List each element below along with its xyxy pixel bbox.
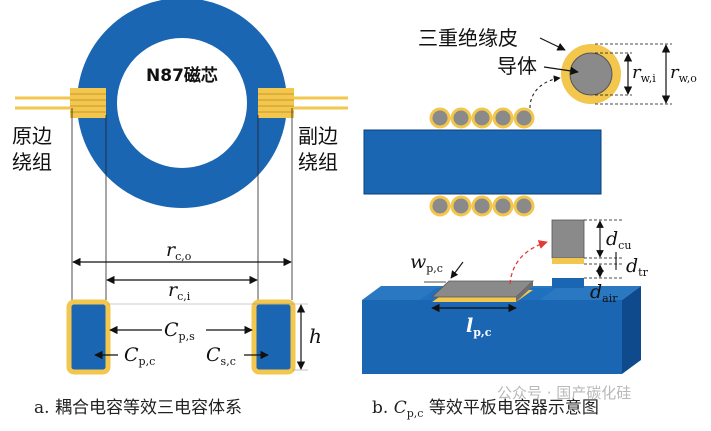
- detail-core-layer: [552, 278, 584, 288]
- secondary-winding-label-line1: 副边: [298, 124, 338, 148]
- lower-wire-row: [429, 195, 535, 217]
- insulation-label: 三重绝缘皮: [418, 26, 518, 50]
- c-pc-label: Cp,c: [124, 344, 155, 368]
- d-air-label: dair: [590, 281, 618, 305]
- caption-b: b. Cp,c 等效平板电容器示意图: [372, 398, 599, 420]
- radius-guide-lines: [71, 108, 293, 300]
- d-tr-label: dtr: [626, 255, 649, 279]
- plate-capacitor-diagram: 三重绝缘皮 导体 rw,i rw,o wp,c lp,c: [362, 26, 697, 420]
- secondary-cross-section: [251, 299, 296, 375]
- c-sc-label: Cs,c: [206, 344, 236, 368]
- watermark: 公众号 · 国产碳化硅: [497, 384, 631, 402]
- primary-winding-wires: [15, 96, 74, 110]
- c-ps-label: Cp,s: [164, 319, 195, 343]
- primary-cross-section: [66, 299, 111, 375]
- secondary-winding-label-line2: 绕组: [298, 150, 338, 174]
- zoom-red-dashed-arrow: [509, 240, 548, 285]
- plate-copper-side: [516, 281, 533, 302]
- r-wi-label: rw,i: [632, 62, 656, 85]
- layer-guide-lines: [584, 219, 624, 279]
- conductor-pointer: [543, 66, 579, 76]
- core-bar: [363, 129, 602, 195]
- insulation-pointer: [539, 37, 566, 51]
- w-pc-arrow: [450, 261, 464, 279]
- h-label: h: [309, 324, 322, 348]
- n87-core-ring: [77, 0, 287, 208]
- detail-insulation-layer: [552, 258, 584, 264]
- detail-copper-layer: [551, 219, 585, 259]
- substrate-side-face: [622, 286, 641, 374]
- toroid-diagram: N87磁芯 原边 绕组 副边 绕组 rc,o rc,i h Cp,s: [12, 0, 348, 418]
- secondary-winding-coil: [258, 88, 294, 118]
- wire-conductor-enlarged: [569, 52, 613, 96]
- r-ci-label: rc,i: [168, 279, 191, 303]
- r-co-label: rc,o: [166, 239, 192, 263]
- upper-wire-row: [429, 107, 535, 129]
- plate-copper-top: [430, 280, 535, 298]
- d-cu-label: dcu: [606, 228, 631, 252]
- w-pc-label: wp,c: [410, 251, 443, 275]
- l-pc-label: lp,c: [466, 315, 492, 339]
- primary-winding-label-line2: 绕组: [12, 150, 52, 174]
- substrate-front-face: [362, 300, 622, 374]
- caption-a: a. 耦合电容等效三电容体系: [34, 398, 242, 418]
- conductor-label: 导体: [497, 54, 537, 78]
- secondary-winding-wires: [290, 96, 348, 110]
- wire-callout-dashed-arrow: [529, 75, 561, 109]
- primary-winding-coil: [70, 88, 106, 118]
- primary-winding-label-line1: 原边: [12, 124, 52, 148]
- r-wo-label: rw,o: [670, 62, 697, 85]
- core-label: N87磁芯: [146, 65, 218, 86]
